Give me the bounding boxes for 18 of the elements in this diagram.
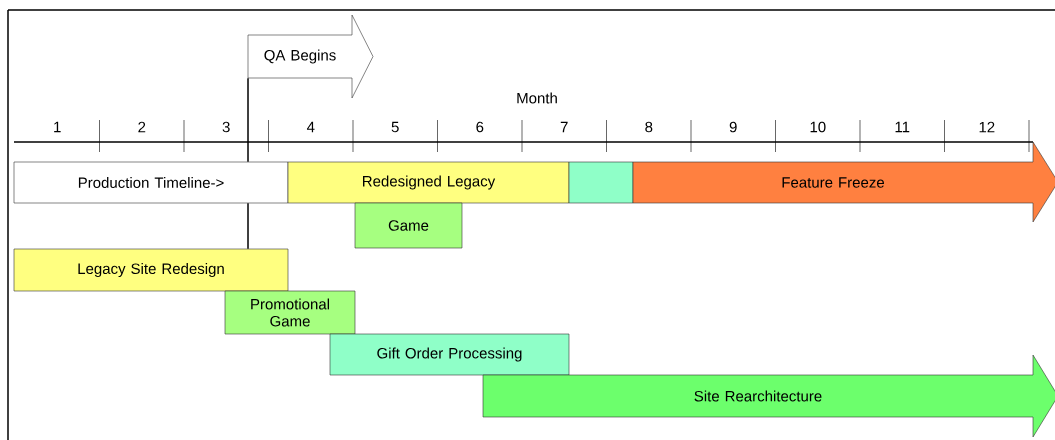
month-number: 4: [307, 121, 315, 133]
month-number: 7: [560, 121, 568, 133]
month-number: 6: [476, 121, 484, 133]
month-number: 8: [645, 121, 653, 133]
marker-line: [247, 202, 249, 250]
task-box: Promotional Game: [224, 290, 356, 335]
month-number: 5: [391, 121, 399, 133]
task-box: Redesigned Legacy: [287, 161, 570, 204]
month-number: 3: [222, 121, 230, 133]
month-number: 1: [54, 121, 61, 133]
task-box: Gift Order Processing: [329, 333, 570, 376]
task-box: Production Timeline->: [13, 161, 289, 204]
axis-title: Month: [517, 92, 557, 104]
marker-line: [247, 77, 249, 163]
task-box: Legacy Site Redesign: [13, 248, 289, 292]
task-box: [568, 161, 634, 204]
task-box: Game: [354, 202, 463, 249]
month-number: 2: [138, 121, 146, 133]
